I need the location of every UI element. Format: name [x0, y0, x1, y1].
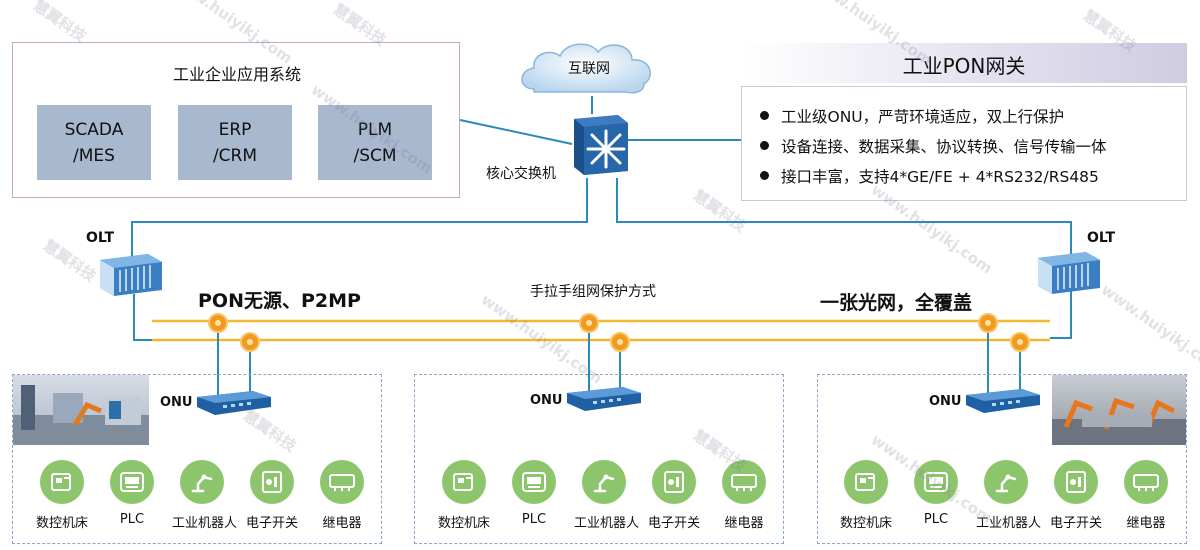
core-switch-label: 核心交换机: [486, 166, 556, 182]
electronic-switch-icon: [250, 460, 294, 504]
device-label: 工业机器人: [976, 516, 1042, 531]
ring-protection-label: 手拉手组网保护方式: [530, 284, 656, 300]
gateway-title-bar: [741, 43, 1187, 83]
gateway-features-panel: [741, 86, 1187, 201]
device-label: 电子开关: [647, 516, 700, 531]
device-industrial-robot: 工业机器人: [976, 460, 1042, 531]
enterprise-systems-title: 工业企业应用系统: [172, 65, 301, 84]
device-plc: PLC: [504, 460, 564, 527]
relay-icon: [320, 460, 364, 504]
olt-right-label: OLT: [1087, 230, 1116, 246]
device-label: 电子开关: [1049, 516, 1102, 531]
olt-left-icon: [100, 254, 162, 296]
cnc-machine-icon: [40, 460, 84, 504]
device-plc: PLC: [906, 460, 966, 527]
onu-left-icon: [197, 391, 271, 415]
plc-icon: [512, 460, 556, 504]
industrial-robot-icon: [180, 460, 224, 504]
device-label: 电子开关: [245, 516, 298, 531]
plc-icon: [110, 460, 154, 504]
slogan-passive-p2mp: PON无源、P2MP: [198, 290, 361, 312]
device-label: 数控机床: [839, 516, 892, 531]
onu-left-label: ONU: [160, 395, 193, 410]
relay-icon: [722, 460, 766, 504]
plc-icon: [914, 460, 958, 504]
bullet-icon: [760, 171, 769, 180]
gateway-feature-1: 工业级ONU，严苛环境适应，双上行保护: [760, 105, 1064, 127]
electronic-switch-icon: [1054, 460, 1098, 504]
internet-label: 互联网: [568, 61, 610, 77]
bullet-icon: [760, 141, 769, 150]
device-industrial-robot: 工业机器人: [172, 460, 238, 531]
factory-photo-left: [13, 375, 149, 445]
slogan-full-coverage: 一张光网，全覆盖: [820, 292, 973, 314]
device-label: PLC: [521, 512, 547, 527]
device-cnc-machine: 数控机床: [434, 460, 494, 531]
app-box-scada-mes: SCADA /MES: [37, 105, 151, 180]
onu-right-icon: [966, 389, 1040, 413]
device-label: 数控机床: [35, 516, 88, 531]
onu-center-label: ONU: [530, 393, 563, 408]
device-electronic-switch: 电子开关: [644, 460, 704, 531]
industrial-robot-icon: [984, 460, 1028, 504]
device-label: 继电器: [724, 516, 764, 531]
factory-photo-right: [1052, 375, 1186, 445]
olt-left-label: OLT: [86, 230, 115, 246]
app-box-plm-scm: PLM /SCM: [318, 105, 432, 180]
bullet-icon: [760, 111, 769, 120]
enterprise-systems-panel: 工业企业应用系统 SCADA /MES ERP /CRM PLM /SCM: [12, 42, 460, 198]
device-label: 继电器: [1126, 516, 1166, 531]
device-label: 工业机器人: [574, 516, 640, 531]
device-plc: PLC: [102, 460, 162, 527]
gateway-feature-2: 设备连接、数据采集、协议转换、信号传输一体: [760, 135, 1107, 157]
device-label: PLC: [119, 512, 145, 527]
onu-center-icon: [567, 387, 641, 411]
cnc-machine-icon: [844, 460, 888, 504]
relay-icon: [1124, 460, 1168, 504]
site-center: [414, 374, 784, 544]
device-cnc-machine: 数控机床: [32, 460, 92, 531]
device-relay: 继电器: [1116, 460, 1176, 531]
onu-right-label: ONU: [929, 394, 962, 409]
site-left: [12, 374, 382, 544]
gateway-title: 工业PON网关: [902, 54, 1026, 78]
device-cnc-machine: 数控机床: [836, 460, 896, 531]
gateway-feature-3: 接口丰富，支持4*GE/FE + 4*RS232/RS485: [760, 165, 1099, 187]
device-label: 工业机器人: [172, 516, 238, 531]
core-switch-icon: [574, 115, 628, 175]
industrial-robot-icon: [582, 460, 626, 504]
app-box-erp-crm: ERP /CRM: [178, 105, 292, 180]
device-relay: 继电器: [714, 460, 774, 531]
device-label: PLC: [923, 512, 949, 527]
device-label: 继电器: [322, 516, 362, 531]
olt-right-icon: [1038, 252, 1100, 294]
device-label: 数控机床: [437, 516, 490, 531]
device-electronic-switch: 电子开关: [1046, 460, 1106, 531]
site-right: [817, 374, 1187, 544]
device-electronic-switch: 电子开关: [242, 460, 302, 531]
cnc-machine-icon: [442, 460, 486, 504]
device-industrial-robot: 工业机器人: [574, 460, 640, 531]
electronic-switch-icon: [652, 460, 696, 504]
device-relay: 继电器: [312, 460, 372, 531]
internet-cloud-icon: [521, 43, 651, 94]
